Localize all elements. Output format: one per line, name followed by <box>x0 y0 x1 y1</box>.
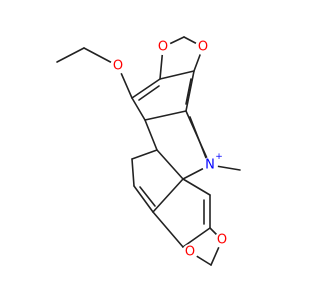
bond <box>131 78 161 99</box>
bond <box>182 227 211 248</box>
bond <box>185 70 195 112</box>
bond <box>56 47 85 63</box>
structure-canvas: O O O N + O O <box>56 36 241 266</box>
bond <box>139 186 156 207</box>
bond <box>185 78 192 105</box>
bond <box>144 110 187 121</box>
bond <box>156 149 184 180</box>
atom-labels: O O O N + O O <box>110 39 230 260</box>
oxygen-atom-label: O <box>198 40 208 55</box>
oxygen-atom-label: O <box>217 233 227 248</box>
oxygen-atom-label: O <box>113 59 123 74</box>
oxygen-atom-label: O <box>185 245 195 260</box>
bond <box>159 70 195 80</box>
bond <box>182 178 211 196</box>
bond <box>144 119 158 151</box>
positive-charge-label: + <box>215 152 223 162</box>
oxygen-atom-label: O <box>158 40 168 55</box>
bond <box>138 85 160 101</box>
bonds <box>56 36 241 266</box>
bond <box>131 97 146 121</box>
bond <box>131 158 135 187</box>
bond <box>131 149 158 160</box>
molecule-structure: O O O N + O O <box>56 36 241 266</box>
bond <box>133 185 154 213</box>
bond <box>152 211 184 248</box>
bond <box>152 178 184 213</box>
nitrogen-atom-label: N <box>205 158 215 173</box>
bond <box>189 116 207 159</box>
